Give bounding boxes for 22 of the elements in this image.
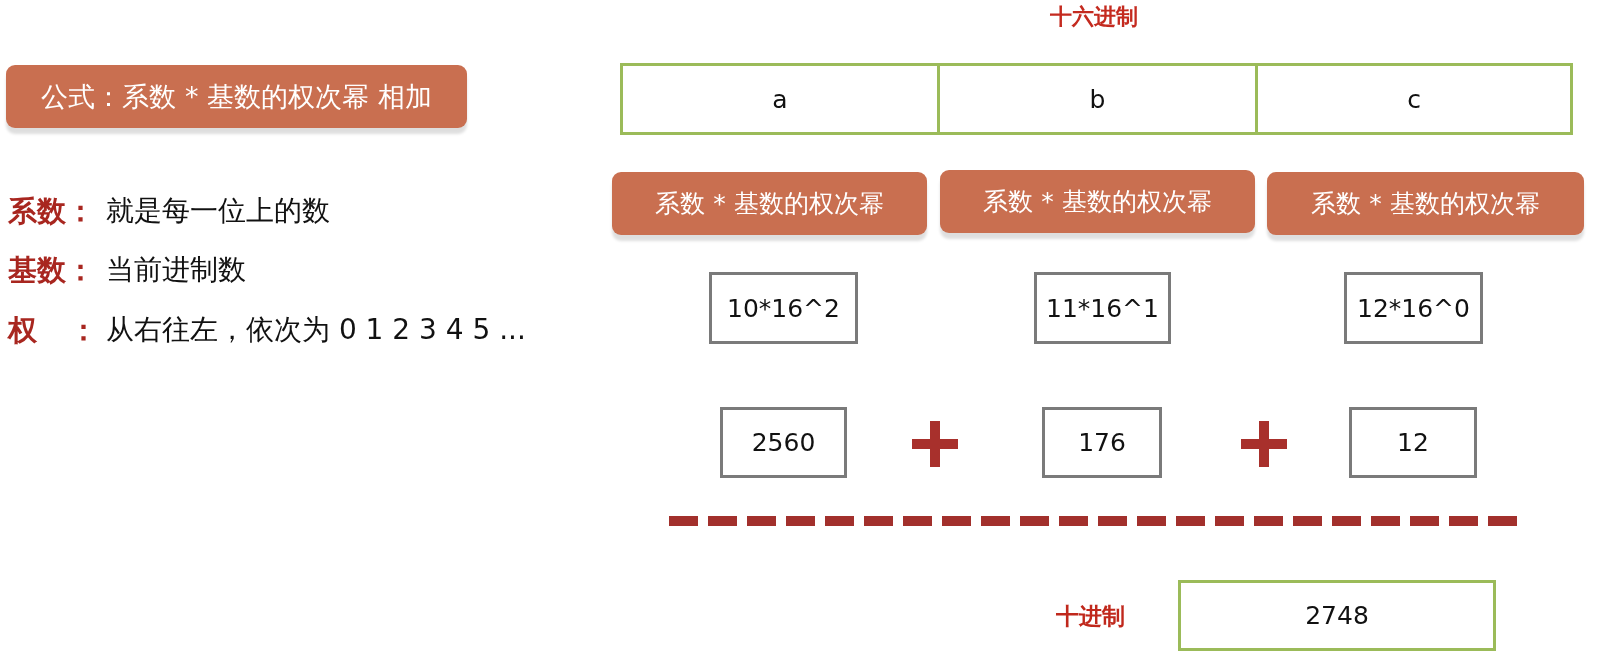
digit-cell: a <box>620 63 940 135</box>
expression-box: 12*16^0 <box>1344 272 1483 344</box>
digit-cell: c <box>1255 63 1573 135</box>
term-label: 基数： <box>8 253 95 288</box>
value-box: 12 <box>1349 407 1477 478</box>
definition-text: 就是每一位上的数 <box>106 194 330 228</box>
formula-box: 公式：系数 * 基数的权次幂 相加 <box>6 65 467 128</box>
definition-text: 当前进制数 <box>106 253 246 287</box>
digit-cell: b <box>937 63 1258 135</box>
box-text: 2748 <box>1305 601 1369 630</box>
section-heading: 十六进制 <box>1050 4 1138 31</box>
value-box: 176 <box>1042 407 1162 478</box>
term-box: 系数 * 基数的权次幂 <box>940 170 1255 233</box>
expression-box: 10*16^2 <box>709 272 858 344</box>
term-label: 系数： <box>8 194 95 229</box>
term-label: 权 ： <box>8 313 98 348</box>
definition-text: 从右往左，依次为 0 1 2 3 4 5 ... <box>106 313 526 347</box>
term-box: 系数 * 基数的权次幂 <box>612 172 927 235</box>
term-box: 系数 * 基数的权次幂 <box>1267 172 1584 235</box>
side-label: 十进制 <box>1056 601 1125 630</box>
expression-box: 11*16^1 <box>1034 272 1171 344</box>
value-box: 2560 <box>720 407 847 478</box>
